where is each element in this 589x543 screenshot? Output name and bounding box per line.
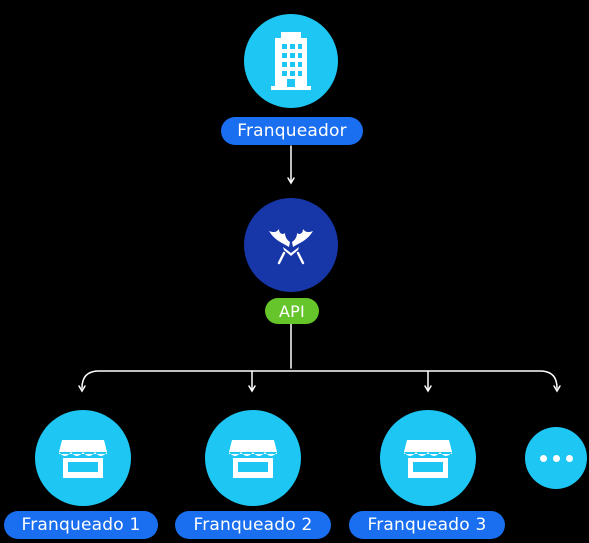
franqueador-label: Franqueador [221, 117, 363, 145]
franqueado-1-label: Franqueado 1 [4, 511, 158, 539]
franqueador-node [244, 14, 338, 108]
franqueado-2-node [205, 410, 301, 506]
arrowhead-api [287, 177, 295, 185]
arrowhead-2 [248, 385, 256, 393]
franqueado-1-node [35, 410, 131, 506]
winged-logo-icon [269, 229, 313, 265]
more-dots-icon [539, 454, 573, 462]
franqueado-3-node [380, 410, 476, 506]
franqueado-2-label: Franqueado 2 [175, 511, 331, 539]
api-label: API [265, 298, 319, 324]
more-node [525, 427, 587, 489]
storefront-icon [59, 440, 107, 478]
arrowhead-4 [553, 385, 561, 393]
arrowhead-3 [424, 385, 432, 393]
storefront-icon [229, 440, 277, 478]
api-node [244, 198, 338, 292]
storefront-icon [404, 440, 452, 478]
arrowhead-1 [78, 385, 86, 393]
building-icon [271, 32, 311, 90]
connector-branch [81, 370, 558, 389]
franqueado-3-label: Franqueado 3 [349, 511, 505, 539]
